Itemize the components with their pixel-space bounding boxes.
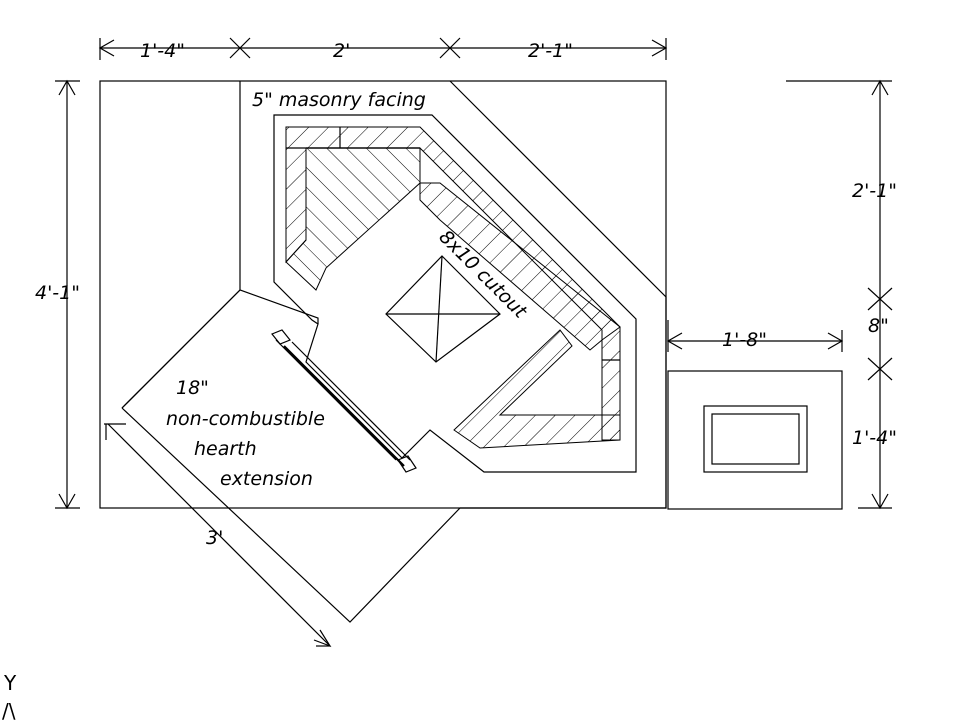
dim-right-lower: 1'-4" [852, 427, 897, 449]
hearth-extension [121, 289, 461, 623]
dimension-lines [55, 37, 893, 648]
dim-right-upper: 2'-1" [852, 180, 897, 202]
axis-arrow: /\ [2, 699, 16, 721]
firebox-outline [273, 114, 637, 473]
dim-top-left: 1'-4" [140, 40, 185, 62]
dim-top-right: 2'-1" [528, 40, 573, 62]
note-hearth-line3: hearth [194, 438, 257, 460]
note-hearth-line2: non-combustible [166, 408, 325, 430]
outer-boundary [99, 80, 667, 509]
firebrick-lining [285, 126, 621, 449]
note-masonry-facing: 5" masonry facing [252, 89, 426, 111]
dim-top-middle: 2' [333, 40, 350, 62]
ash-dump-box [667, 370, 843, 510]
dim-ash-box-width: 1'-8" [722, 329, 767, 351]
axis-y-label: Y [3, 671, 17, 695]
dim-right-middle: 8" [868, 315, 889, 337]
fireplace-opening [271, 329, 417, 473]
dim-left-height: 4'-1" [35, 282, 80, 304]
note-hearth-line4: extension [220, 468, 313, 490]
flue-cutout [385, 255, 501, 363]
dim-hearth-width: 3' [206, 527, 223, 549]
note-hearth-line1: 18" [176, 377, 209, 399]
